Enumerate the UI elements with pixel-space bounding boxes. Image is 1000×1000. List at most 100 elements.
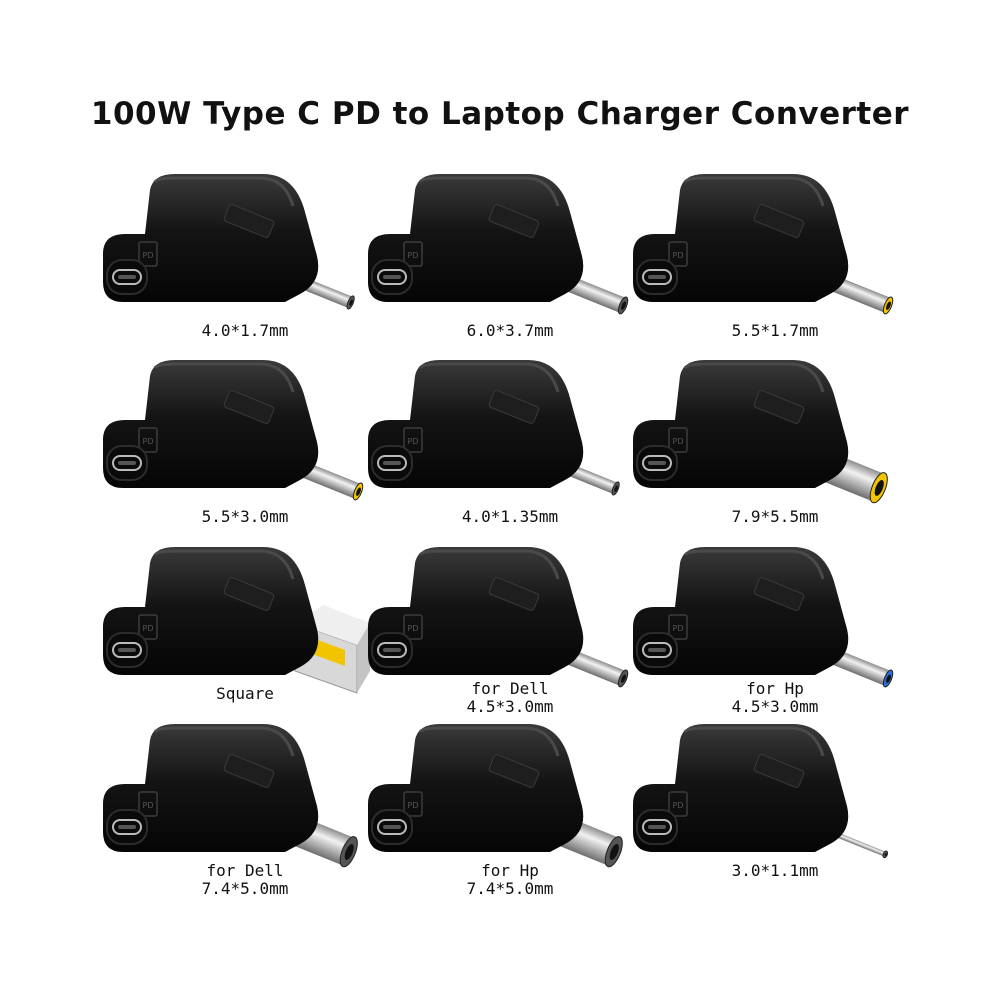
pd-emboss: PD: [668, 614, 688, 640]
usb-c-port: [636, 632, 678, 668]
adapter-body: PD: [103, 547, 319, 675]
adapter-image: PD: [633, 360, 888, 504]
usb-c-port: [106, 632, 148, 668]
adapter-image: PD: [633, 547, 894, 688]
adapter-body: PD: [103, 724, 319, 852]
product-card: PD 7.9*5.5mm: [625, 358, 925, 548]
pd-emboss: PD: [138, 427, 158, 453]
svg-text:PD: PD: [143, 801, 154, 810]
product-caption: Square: [95, 685, 395, 703]
adapter-body: PD: [368, 360, 584, 488]
product-label: 3.0*1.1mm: [731, 861, 819, 880]
svg-text:PD: PD: [673, 801, 684, 810]
usb-c-port: [106, 259, 148, 295]
product-label: 5.5*3.0mm: [201, 507, 289, 526]
product-card: PD 3.0*1.1mm: [625, 722, 925, 912]
adapter-image: PD: [103, 724, 358, 868]
product-caption: 5.5*3.0mm: [95, 508, 395, 526]
product-caption: 6.0*3.7mm: [360, 322, 660, 340]
svg-text:PD: PD: [408, 251, 419, 260]
adapter-body: PD: [633, 360, 849, 488]
svg-text:PD: PD: [673, 624, 684, 633]
product-caption: 3.0*1.1mm: [625, 862, 925, 880]
pd-emboss: PD: [403, 241, 423, 267]
adapter-body: PD: [368, 174, 584, 302]
svg-text:PD: PD: [143, 251, 154, 260]
product-label: 7.9*5.5mm: [731, 507, 819, 526]
pd-emboss: PD: [668, 427, 688, 453]
product-card: PD Square: [95, 545, 395, 735]
adapter-image: PD: [103, 174, 355, 310]
product-caption: 4.0*1.35mm: [360, 508, 660, 526]
pd-emboss: PD: [403, 427, 423, 453]
adapter-body: PD: [368, 724, 584, 852]
usb-c-port: [106, 809, 148, 845]
adapter-image: PD: [368, 360, 620, 496]
svg-text:PD: PD: [408, 437, 419, 446]
product-label: 6.0*3.7mm: [466, 321, 554, 340]
pd-emboss: PD: [138, 614, 158, 640]
usb-c-port: [636, 259, 678, 295]
product-label: Square: [216, 684, 274, 703]
product-label: for Dell: [471, 679, 549, 698]
usb-c-port: [371, 259, 413, 295]
product-card: PD 5.5*1.7mm: [625, 172, 925, 362]
pd-emboss: PD: [668, 241, 688, 267]
page-title: 100W Type C PD to Laptop Charger Convert…: [90, 96, 910, 132]
svg-text:PD: PD: [673, 251, 684, 260]
product-card: PD 4.0*1.35mm: [360, 358, 660, 548]
pd-emboss: PD: [668, 791, 688, 817]
adapter-body: PD: [633, 547, 849, 675]
product-size: 4.5*3.0mm: [466, 697, 554, 716]
product-label: 4.0*1.35mm: [461, 507, 559, 526]
pd-emboss: PD: [138, 241, 158, 267]
svg-text:PD: PD: [408, 801, 419, 810]
svg-text:PD: PD: [143, 437, 154, 446]
product-size: 4.5*3.0mm: [731, 697, 819, 716]
product-label: 4.0*1.7mm: [201, 321, 289, 340]
product-label: for Hp: [746, 679, 804, 698]
product-card: PD 5.5*3.0mm: [95, 358, 395, 548]
usb-c-port: [371, 809, 413, 845]
product-card: PD 6.0*3.7mm: [360, 172, 660, 362]
adapter-image: PD: [368, 174, 629, 315]
product-label: 5.5*1.7mm: [731, 321, 819, 340]
adapter-image: PD: [103, 360, 364, 501]
usb-c-port: [106, 445, 148, 481]
adapter-body: PD: [633, 174, 849, 302]
svg-text:PD: PD: [143, 624, 154, 633]
pd-emboss: PD: [403, 791, 423, 817]
product-size: 7.4*5.0mm: [201, 879, 289, 898]
product-caption: 4.0*1.7mm: [95, 322, 395, 340]
adapter-image: PD: [368, 724, 623, 868]
adapter-body: PD: [103, 174, 319, 302]
svg-text:PD: PD: [408, 624, 419, 633]
adapter-image: PD: [633, 174, 894, 315]
adapter-body: PD: [368, 547, 584, 675]
adapter-image: PD: [103, 547, 370, 694]
product-label: for Hp: [481, 861, 539, 880]
pd-emboss: PD: [403, 614, 423, 640]
product-size: 7.4*5.0mm: [466, 879, 554, 898]
adapter-body: PD: [103, 360, 319, 488]
usb-c-port: [371, 632, 413, 668]
product-card: PD 4.0*1.7mm: [95, 172, 395, 362]
usb-c-port: [636, 809, 678, 845]
adapter-image: PD: [633, 724, 889, 859]
pd-emboss: PD: [138, 791, 158, 817]
product-caption: 7.9*5.5mm: [625, 508, 925, 526]
usb-c-port: [636, 445, 678, 481]
svg-text:PD: PD: [673, 437, 684, 446]
product-label: for Dell: [206, 861, 284, 880]
adapter-body: PD: [633, 724, 849, 852]
adapter-image: PD: [368, 547, 629, 688]
usb-c-port: [371, 445, 413, 481]
